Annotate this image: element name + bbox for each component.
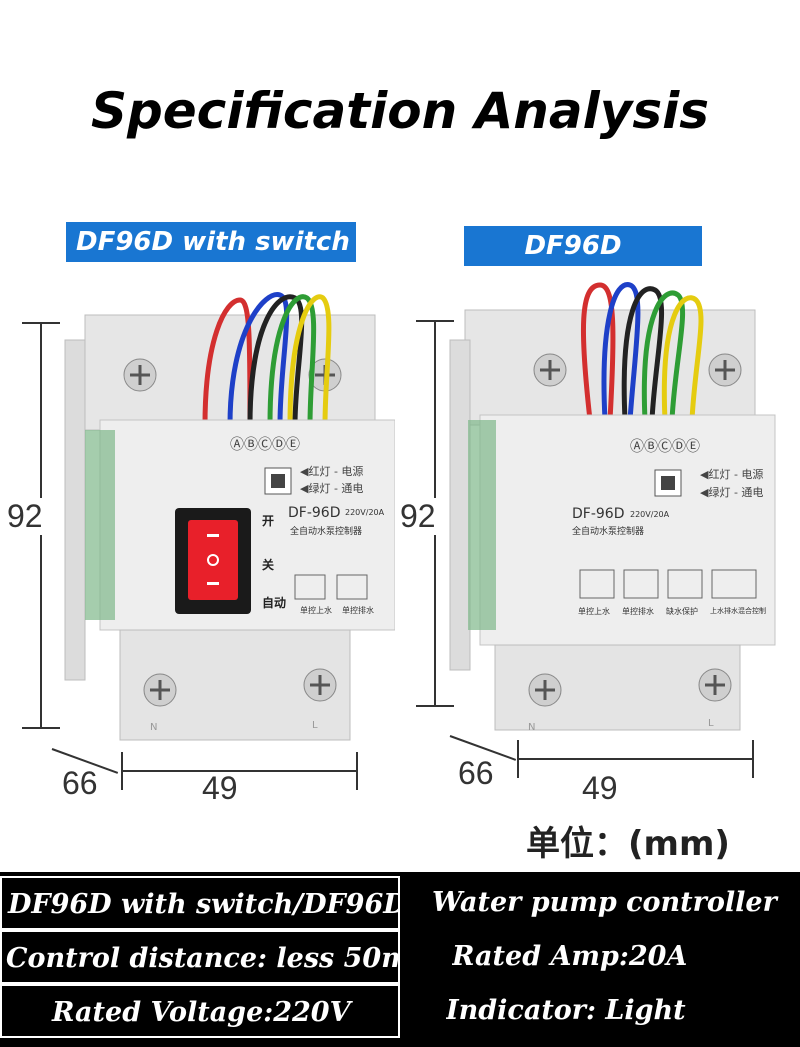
rating-label: 220V/20A: [345, 508, 385, 517]
mode4-label: 上水排水混合控制: [710, 607, 766, 615]
terminal-n-label: N: [528, 722, 536, 733]
width-value: 49: [202, 770, 238, 806]
terminal-letters: ⒶⒷⒸⒹⒺ: [630, 439, 700, 455]
terminal-l-label: L: [312, 720, 318, 731]
height-tick-top: [22, 322, 60, 324]
led-green-label: ◀绿灯 - 通电: [300, 482, 364, 495]
product-label-plain: DF96D: [464, 226, 702, 266]
height-value: 92: [398, 498, 438, 535]
switch-off-label: 关: [262, 558, 275, 572]
page-title: Specification Analysis: [90, 82, 710, 140]
height-value: 92: [5, 498, 45, 535]
unit-label: 单位：(mm): [526, 824, 730, 864]
height-tick-bottom: [416, 705, 454, 707]
mode3-label: 缺水保护: [666, 607, 698, 616]
device-name: 全自动水泵控制器: [572, 527, 645, 537]
model-label: DF-96D: [572, 506, 625, 522]
height-tick-bottom: [22, 727, 60, 729]
depth-value: 66: [62, 765, 98, 801]
mode1-label: 单控上水: [300, 606, 332, 615]
terminal-letters: ⒶⒷⒸⒹⒺ: [230, 437, 300, 453]
product-label-with-switch: DF96D with switch: [66, 222, 356, 262]
width-tick-right: [752, 740, 754, 778]
depth-value: 66: [458, 755, 494, 791]
spec-type: Water pump controller: [432, 876, 800, 930]
product-label-text: DF96D: [524, 231, 622, 261]
led-red-label: ◀红灯 - 电源: [700, 468, 764, 481]
width-tick-left: [121, 752, 123, 790]
mode2-label: 单控排水: [342, 606, 374, 615]
spec-voltage: Rated Voltage:220V: [0, 984, 400, 1038]
height-tick-top: [416, 320, 454, 322]
mode1-label: 单控上水: [578, 607, 610, 616]
rating-label: 220V/20A: [630, 510, 670, 519]
width-value: 49: [582, 770, 618, 806]
led-red-label: ◀红灯 - 电源: [300, 465, 364, 478]
spec-model: DF96D with switch/DF96D: [0, 876, 400, 930]
model-label: DF-96D: [288, 505, 341, 521]
width-tick-left: [517, 740, 519, 778]
width-dimension-line: [518, 758, 753, 760]
spec-amp: Rated Amp:20A: [452, 930, 800, 984]
device-name: 全自动水泵控制器: [290, 527, 363, 537]
led-green-label: ◀绿灯 - 通电: [700, 486, 764, 499]
switch-on-label: 开: [262, 514, 275, 528]
width-tick-right: [356, 752, 358, 790]
product-label-text: DF96D with switch: [76, 227, 350, 257]
mode2-label: 单控排水: [622, 607, 654, 616]
spec-table: DF96D with switch/DF96D Water pump contr…: [0, 872, 800, 1047]
spec-indicator: Indicator: Light: [446, 984, 800, 1038]
device-plain: [449, 282, 776, 731]
terminal-n-label: N: [150, 722, 158, 733]
device-with-switch: [64, 292, 395, 741]
switch-auto-label: 自动: [262, 596, 287, 610]
terminal-l-label: L: [708, 718, 714, 729]
spec-distance: Control distance: less 50m: [0, 930, 400, 984]
width-dimension-line: [122, 770, 357, 772]
